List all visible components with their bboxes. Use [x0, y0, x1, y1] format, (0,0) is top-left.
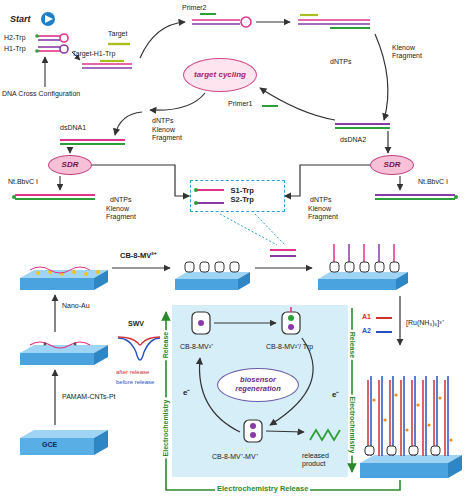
product-strands: [270, 250, 296, 256]
electron-label: e⁻: [183, 388, 190, 397]
electron-label: e⁻: [332, 390, 339, 399]
sdr-oval: SDR: [370, 155, 414, 175]
released-product-molecule: [310, 430, 340, 440]
layer-label: Nano-Au: [62, 302, 90, 310]
curve-label: after release: [116, 369, 149, 376]
strand-label: A2: [362, 327, 371, 335]
sdr-oval: SDR: [48, 155, 92, 175]
process-label: Electrochemistry: [348, 395, 356, 456]
state-label: CB-8-MV²⁺/ Trp: [266, 343, 313, 351]
reagent-label: dNTPs: [330, 58, 351, 66]
reagent-label: dNTPs: [110, 196, 131, 204]
leader-line: [255, 214, 285, 245]
cb8-ring: [282, 307, 300, 334]
state-label: CB-8-MV⁺-MV⁺: [212, 453, 258, 461]
product-box: S1-TrpS2-Trp: [190, 180, 285, 212]
primer2-complex: [192, 14, 251, 27]
electrode: [360, 376, 462, 478]
hairpin-probes: [35, 34, 68, 53]
a1-strand: [376, 317, 392, 319]
process-label: Release: [162, 330, 170, 360]
product-strands: [194, 188, 224, 205]
sdr-strand: [375, 195, 458, 199]
regeneration-oval: biosensor regeneration: [217, 368, 299, 402]
target-h1-complex: [82, 61, 132, 68]
release-arrow: [166, 312, 400, 490]
start-icon: [41, 12, 55, 26]
state-label: CB-8-MV²⁺: [180, 343, 213, 351]
primer-label: Primer1: [228, 100, 253, 108]
start-label: Start: [10, 14, 31, 24]
nicking-enzyme-label: Nt.BbvC I: [418, 178, 448, 186]
complex-label: Target-H1-Trp: [72, 50, 115, 58]
electrode: [175, 262, 250, 290]
strand-label: A1: [362, 313, 371, 321]
cycle-oval: target cycling: [183, 58, 257, 92]
target-label: Target: [108, 30, 127, 38]
extended-complex: [298, 15, 370, 28]
regeneration-panel: [172, 305, 348, 477]
primer-label: Primer2: [182, 4, 207, 12]
flow-arrow: [285, 165, 371, 196]
process-label: Electrochemistry: [162, 398, 170, 459]
swv-plot: [118, 337, 160, 360]
electrode: [318, 244, 408, 290]
leader-line: [220, 214, 277, 245]
enzyme-label: Klenow Fragment: [392, 44, 436, 60]
reagent-label: CB-8-MV²⁺: [120, 252, 157, 261]
configuration-label: DNA Cross Configuration: [2, 90, 80, 98]
electrode: [20, 342, 108, 365]
target-strand: [108, 43, 130, 45]
duplex-label: dsDNA1: [60, 124, 86, 132]
cb8-ring: [192, 312, 210, 334]
layer-label: PAMAM-CNTs-Pt: [62, 393, 116, 401]
dsdna1-strand: [60, 140, 125, 144]
primer1-strand: [262, 105, 278, 107]
plot-title: SWV: [128, 320, 144, 328]
node-text: SDR: [384, 160, 401, 169]
flow-arrow: [92, 165, 190, 196]
process-label: Release: [348, 330, 356, 360]
cb8-ring: [244, 420, 262, 442]
electrode-label: GCE: [42, 441, 57, 449]
a2-strand: [376, 331, 392, 333]
enzyme-label: Klenow Fragment: [308, 205, 352, 221]
reagent-label: dNTPs: [152, 117, 173, 125]
node-text: S2-Trp: [231, 196, 254, 205]
node-text: target cycling: [194, 70, 246, 79]
process-label: Electrochemistry Release: [215, 485, 310, 494]
probe-label: H2-Trp: [4, 34, 26, 42]
reagent-label: [Ru(NH₃)₆]³⁺: [406, 319, 444, 327]
node-text: biosensor regeneration: [229, 376, 287, 393]
electrode: [20, 267, 108, 290]
node-text: SDR: [62, 160, 79, 169]
duplex-label: dsDNA2: [340, 136, 366, 144]
enzyme-label: Klenow Fragment: [106, 205, 150, 221]
sdr-strand: [12, 195, 95, 199]
enzyme-label: Klenow Fragment: [152, 126, 196, 142]
node-text: S1-Trp: [231, 187, 254, 196]
reagent-label: dNTPs: [310, 196, 331, 204]
product-label: released product: [302, 452, 346, 468]
probe-label: H1-Trp: [4, 45, 26, 53]
dsdna2-strand: [335, 124, 390, 128]
curve-label: before release: [116, 379, 154, 386]
gce-electrode: [20, 430, 108, 455]
nicking-enzyme-label: Nt.BbvC I: [8, 178, 38, 186]
